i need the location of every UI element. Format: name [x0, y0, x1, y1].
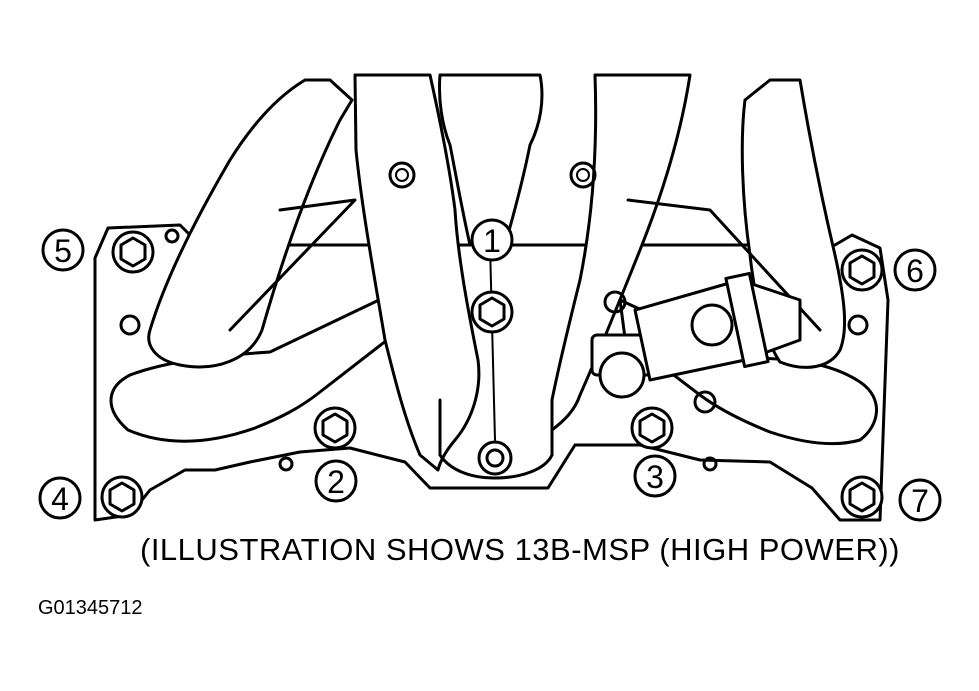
callout-number: 2 [327, 464, 345, 500]
callout-number: 6 [906, 253, 924, 289]
callout-7: 7 [898, 478, 942, 522]
callout-number: 3 [646, 459, 664, 495]
manifold-center-body [438, 398, 554, 480]
center-right-tube [550, 73, 692, 432]
mounting-hole [395, 168, 409, 182]
mounting-hole [702, 456, 718, 472]
mounting-hole [693, 390, 717, 414]
bolt-4 [100, 475, 144, 519]
callout-number: 5 [54, 233, 72, 269]
bolt-5 [111, 230, 155, 274]
mounting-hole [576, 168, 590, 182]
callout-2: 2 [314, 459, 358, 503]
center-left-tube [353, 73, 481, 472]
mounting-hole [119, 314, 141, 336]
illustration-caption: (ILLUSTRATION SHOWS 13B-MSP (HIGH POWER)… [140, 532, 900, 567]
left-outer-tube [147, 78, 354, 369]
callout-3: 3 [633, 454, 677, 498]
callout-number: 1 [483, 223, 501, 259]
mounting-hole [388, 161, 416, 189]
figure-id: G01345712 [38, 597, 143, 619]
callout-1: 1 [470, 218, 514, 262]
mounting-hole [847, 314, 869, 336]
bolt-1 [470, 290, 514, 334]
mounting-hole [603, 290, 627, 314]
mounting-hole [278, 456, 294, 472]
bolt-3 [630, 406, 674, 450]
callout-6: 6 [893, 248, 937, 292]
callout-5: 5 [41, 228, 85, 272]
bolt-6 [840, 248, 884, 292]
center-bottom-bolt [477, 440, 513, 476]
right-strut [626, 198, 822, 332]
callout-number: 7 [911, 483, 929, 519]
actuator-collar [724, 271, 770, 369]
left-strut [228, 198, 357, 332]
callout-4: 4 [38, 476, 82, 520]
actuator-port [598, 351, 646, 399]
mounting-hole [164, 228, 180, 244]
actuator-assembly [590, 271, 802, 399]
mounting-holes [119, 161, 869, 472]
center-rib [489, 244, 496, 441]
bolts [100, 230, 884, 519]
bolt-2 [313, 406, 357, 450]
bolt-7 [840, 475, 884, 519]
callout-number: 4 [51, 481, 69, 517]
mounting-hole [569, 161, 597, 189]
actuator-bore [690, 303, 734, 347]
